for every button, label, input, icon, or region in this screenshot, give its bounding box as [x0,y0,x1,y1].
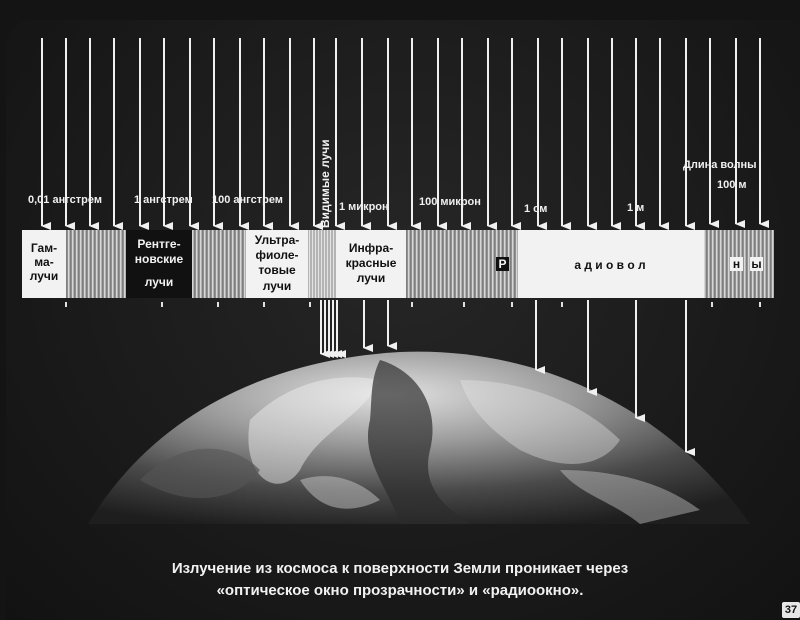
band-tick [561,302,563,307]
visible-rays-label: Видимые лучи [318,139,332,228]
scale-label-1-m: 1 м [627,202,644,214]
band-tick [511,302,513,307]
xray-label-line: лучи [145,275,173,289]
scale-labels: 0,01 ангстрем 1 ангстрем 100 ангстрем 1 … [28,159,757,215]
radio-label: Р а д и о в о л н ы [496,257,763,272]
xray-label: Рентге- новские лучи [135,237,184,289]
uv-label: Ультра- фиоле- товые лучи [255,233,300,293]
gamma-label: Гам- ма- лучи [30,241,58,283]
visible-band-segment [308,230,336,298]
uv-label-line: товые [258,263,296,277]
xray-band-box [126,230,192,298]
xray-label-line: новские [135,252,184,266]
uv-label-line: фиоле- [255,248,298,262]
gamma-label-line: ма- [34,255,53,269]
ir-label-line: красные [346,256,397,270]
ir-label-line: лучи [357,271,385,285]
radio-boxed-letter: Р [498,257,506,271]
radio-boxed-letter: ы [751,257,761,271]
caption-line: Излучение из космоса к поверхности Земли… [171,560,629,577]
band-tick [217,302,219,307]
page-number: 37 [782,602,800,618]
radio-letter-box [496,257,509,271]
ir-label: Инфра- красные лучи [346,241,397,285]
radio-middle-letters: а д и о в о л [574,258,645,272]
ir-label-line: Инфра- [349,241,393,255]
scale-label-100-m: 100 м [717,179,747,191]
uv-label-line: лучи [263,279,291,293]
transmitted-arrows [320,300,695,456]
band-tick [65,302,67,307]
caption-line: «оптическое окно прозрачности» и «радиоо… [216,582,584,599]
band-tick [711,302,713,307]
gamma-label-line: Гам- [31,241,57,255]
earth-image [88,351,750,524]
scale-label-wavelength: Длина волны [683,159,757,171]
band-tick [161,302,163,307]
scale-label-0-01-angstrom: 0,01 ангстрем [28,194,102,206]
spectrum-band [22,230,774,298]
xray-label-line: Рентге- [137,237,180,251]
radio-letter-box [730,257,743,271]
scale-label-100-micron: 100 микрон [419,196,481,208]
uv-band-box [246,230,308,298]
caption: Излучение из космоса к поверхности Земли… [0,558,800,602]
incoming-arrows [41,38,769,230]
gamma-label-line: лучи [30,269,58,283]
band-ticks [65,302,761,307]
scale-label-1-angstrom: 1 ангстрем [134,194,193,206]
uv-label-line: Ультра- [255,233,300,247]
band-tick [263,302,265,307]
band-tick [759,302,761,307]
band-tick [463,302,465,307]
band-tick [309,302,311,307]
scale-label-1-cm: 1 см [524,203,547,215]
radio-boxed-letter: н [733,257,740,271]
scale-label-1-micron: 1 микрон [339,201,389,213]
ir-band-box [336,230,406,298]
band-tick [411,302,413,307]
gamma-band-box [22,230,66,298]
scale-label-100-angstrom: 100 ангстрем [212,194,283,206]
radio-letter-box [750,257,763,271]
radio-band-box [518,230,704,298]
